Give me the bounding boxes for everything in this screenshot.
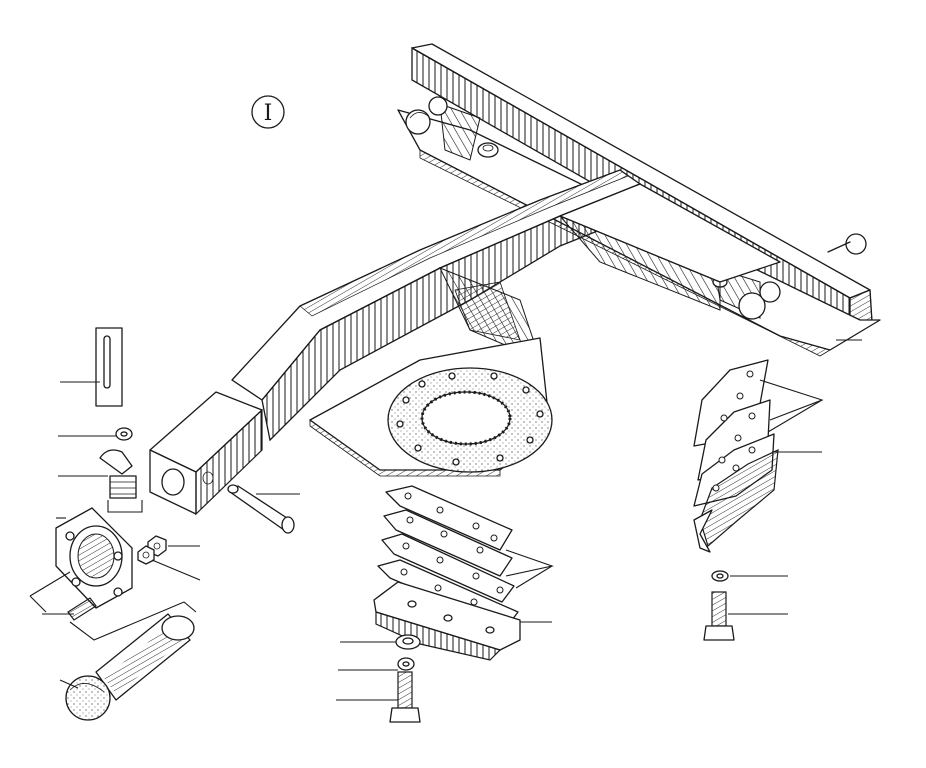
flange	[55, 507, 133, 609]
right-pad-stack	[693, 339, 862, 553]
right-bolt-group	[703, 570, 788, 641]
turntable-plate	[309, 337, 553, 477]
grease-fitting-group	[99, 427, 143, 513]
nut-pair	[137, 535, 167, 565]
centre-pad-stack	[373, 485, 555, 661]
pin	[227, 484, 295, 534]
view-label-text: I	[264, 101, 273, 126]
stud-bolt	[67, 597, 97, 621]
handle-lever	[65, 613, 195, 721]
view-label: I	[251, 95, 285, 129]
centre-bolt-group	[336, 634, 421, 723]
leader-lines-left	[29, 381, 300, 689]
drawbar-end-tube	[149, 391, 263, 516]
drawbar-frame	[231, 169, 781, 442]
sight-slot	[95, 327, 123, 407]
